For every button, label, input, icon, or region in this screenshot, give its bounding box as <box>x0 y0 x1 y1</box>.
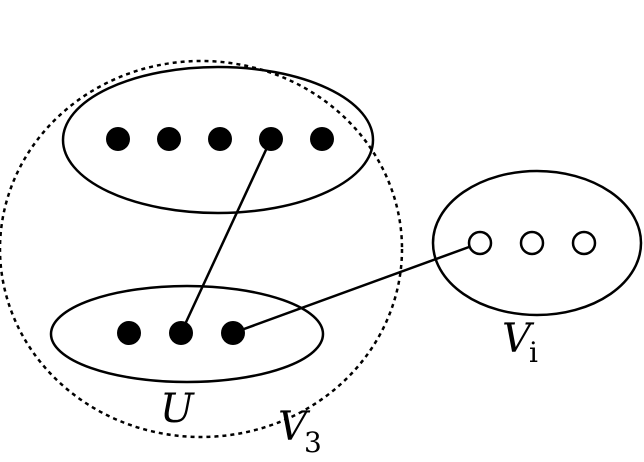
top-set-ellipse <box>61 65 375 215</box>
vertex-filled <box>117 321 141 345</box>
vertex-filled <box>221 321 245 345</box>
vertex-filled <box>259 127 283 151</box>
label-vi: V i <box>502 316 538 369</box>
vertex-filled <box>310 127 334 151</box>
vertex-filled <box>157 127 181 151</box>
vertex-filled <box>106 127 130 151</box>
set-vi-ellipse <box>431 169 643 317</box>
vertex-hollow <box>519 230 545 256</box>
set-v3-boundary <box>0 59 404 439</box>
label-v3-main: V <box>278 404 311 450</box>
vertex-hollow <box>467 230 493 256</box>
label-u: U <box>160 386 195 432</box>
label-vi-main: V <box>502 316 535 362</box>
label-v3: V 3 <box>278 404 322 459</box>
label-v3-subscript: 3 <box>304 426 322 459</box>
vertex-filled <box>169 321 193 345</box>
set-u-ellipse <box>49 284 325 384</box>
edge-top-to-u <box>179 138 273 334</box>
vertex-hollow <box>571 230 597 256</box>
label-vi-subscript: i <box>529 336 538 369</box>
edge-u-to-vi <box>232 241 481 335</box>
vertex-filled <box>208 127 232 151</box>
